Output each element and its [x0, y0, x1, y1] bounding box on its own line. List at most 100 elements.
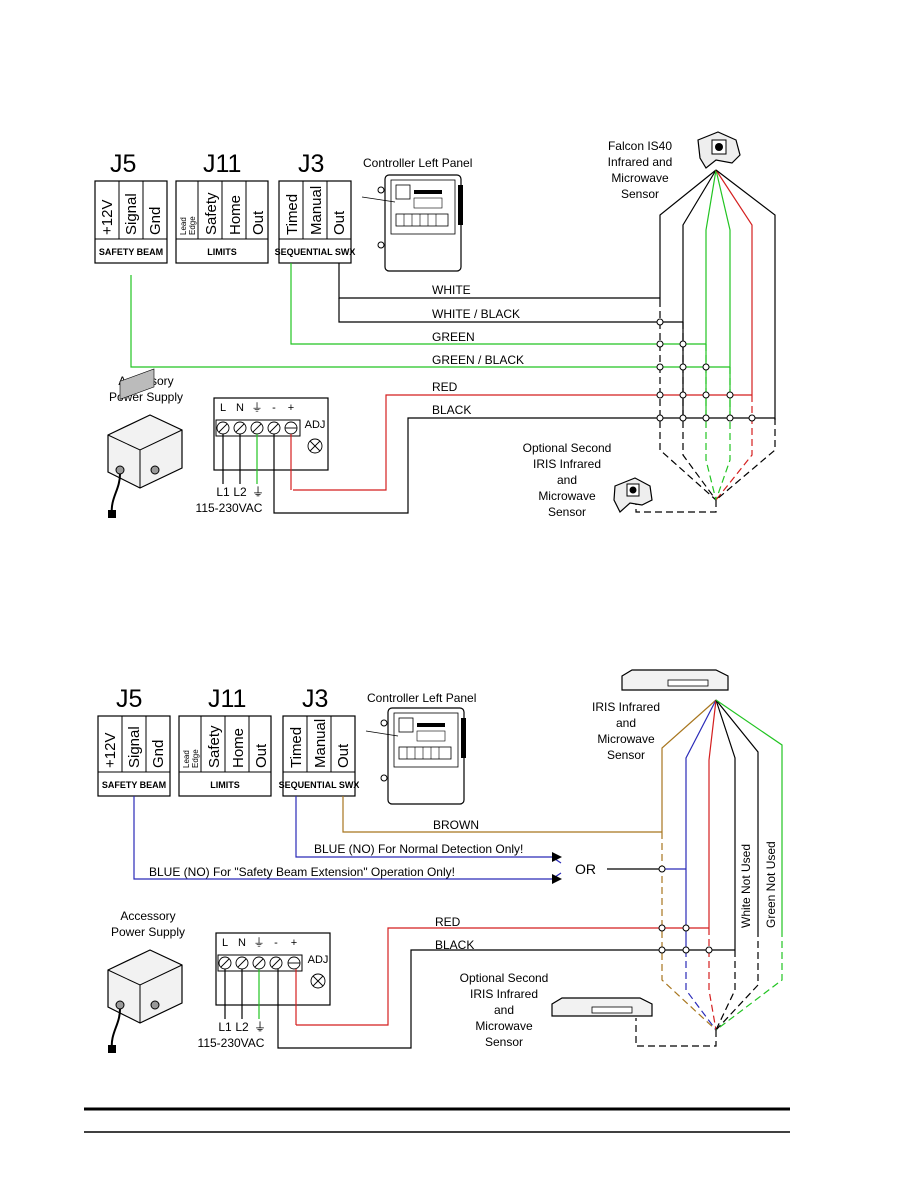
term-minus: -	[274, 937, 278, 949]
iris-label-3: Microwave	[597, 732, 655, 746]
mains-wires-1	[222, 434, 292, 490]
term-ground: ⏚	[254, 936, 265, 949]
or-label: OR	[575, 861, 596, 877]
j11-connector: J11 Lead Edge Safety Home Out LIMITS	[175, 150, 269, 264]
mains-l2: L2	[233, 485, 247, 499]
j11-term-home: Home	[230, 728, 247, 768]
white-not-used-label: White Not Used	[739, 844, 753, 928]
wire-white-label: WHITE	[432, 283, 471, 297]
horizontal-wires-2	[133, 796, 735, 1049]
wire-blue-normal-label: BLUE (NO) For Normal Detection Only!	[314, 842, 523, 856]
wire-red-label: RED	[432, 380, 458, 394]
j3-connector: J3 Timed Manual Out SEQUENTIAL SWX	[279, 685, 359, 797]
term-l: L	[222, 937, 228, 949]
optional-iris-sensor-icon	[551, 997, 653, 1017]
j3-term-manual: Manual	[308, 186, 325, 235]
j11-lead-top: Lead	[179, 217, 188, 235]
terminal-block-1: L N ⏚ - + ADJ	[213, 397, 329, 471]
j3-title: J3	[302, 685, 328, 713]
wire-brown-label: BROWN	[433, 818, 479, 832]
j11-title: J11	[208, 685, 246, 713]
j11-term-home: Home	[227, 195, 244, 235]
wire-black-label: BLACK	[432, 403, 471, 417]
term-n: N	[236, 402, 244, 414]
j3-term-manual: Manual	[312, 719, 329, 768]
or-arrowheads	[552, 852, 562, 884]
mains-ground: ⏚	[254, 1020, 266, 1034]
j5-term-12v: +12V	[99, 200, 116, 235]
j11-title: J11	[203, 150, 241, 178]
adj-label: ADJ	[308, 954, 329, 966]
j11-term-out: Out	[250, 210, 267, 235]
optional-label-3: and	[494, 1003, 514, 1017]
j3-term-timed: Timed	[284, 194, 301, 235]
power-supply-box-icon	[107, 368, 183, 518]
iris-fanout-wires	[661, 699, 783, 950]
j11-lead-top: Lead	[182, 750, 191, 768]
optional-label-2: IRIS Infrared	[470, 987, 538, 1001]
wire-black-label: BLACK	[435, 938, 474, 952]
j11-lead-bottom: Edge	[188, 216, 197, 235]
optional-dashed-wires-2	[635, 832, 783, 1047]
wire-crossovers-1	[656, 318, 756, 422]
controller-label: Controller Left Panel	[367, 691, 476, 705]
wire-red-label: RED	[435, 915, 461, 929]
power-supply-box-icon	[107, 949, 183, 1053]
optional-label-4: Microwave	[475, 1019, 533, 1033]
wire-crossovers-2	[658, 865, 713, 954]
adj-pot-icon	[307, 438, 323, 454]
sensor-fanout-wires	[659, 169, 776, 420]
j5-connector: J5 +12V Signal Gnd SAFETY BEAM	[94, 150, 168, 264]
term-minus: -	[272, 402, 276, 414]
j11-term-safety: Safety	[203, 192, 220, 235]
power-supply-label-2: Power Supply	[111, 925, 185, 939]
wire-green-black-label: GREEN / BLACK	[432, 353, 524, 367]
optional-label-5: Sensor	[485, 1035, 523, 1049]
optional-sensor-icon	[613, 477, 653, 513]
wire-green-label: GREEN	[432, 330, 475, 344]
j11-term-safety: Safety	[206, 725, 223, 768]
term-l: L	[220, 402, 226, 414]
j3-title: J3	[298, 150, 324, 178]
voltage-label: 115-230VAC	[196, 501, 263, 515]
iris-label-1: IRIS Infrared	[592, 700, 660, 714]
j11-caption: LIMITS	[207, 247, 237, 257]
diagram-1: J5 +12V Signal Gnd SAFETY BEAM J11 Lead …	[94, 131, 776, 519]
optional-label-3: and	[557, 473, 577, 487]
j3-connector: J3 Timed Manual Out SEQUENTIAL SWX	[275, 150, 355, 264]
j11-term-out: Out	[253, 743, 270, 768]
j5-term-signal: Signal	[126, 726, 143, 768]
iris-sensor-icon	[621, 669, 729, 691]
mains-wires-2	[224, 969, 297, 1025]
falcon-label-4: Sensor	[621, 187, 659, 201]
j5-caption: SAFETY BEAM	[99, 247, 163, 257]
iris-label-4: Sensor	[607, 748, 645, 762]
iris-label-2: and	[616, 716, 636, 730]
j11-connector: J11 Lead Edge Safety Home Out LIMITS	[178, 685, 272, 797]
optional-label-4: Microwave	[538, 489, 596, 503]
terminal-block-2: L N ⏚ - + ADJ	[215, 932, 331, 1006]
green-not-used-label: Green Not Used	[764, 841, 778, 928]
optional-label-5: Sensor	[548, 505, 586, 519]
mains-ground: ⏚	[252, 485, 264, 499]
wire-white-black-label: WHITE / BLACK	[432, 307, 520, 321]
voltage-label: 115-230VAC	[198, 1036, 265, 1050]
j5-term-12v: +12V	[102, 733, 119, 768]
adj-pot-icon	[310, 973, 326, 989]
horizontal-wires-1	[130, 263, 775, 514]
optional-label-1: Optional Second	[460, 971, 549, 985]
controller-panel: Controller Left Panel	[361, 156, 472, 272]
j5-term-gnd: Gnd	[150, 740, 167, 768]
optional-label-1: Optional Second	[523, 441, 612, 455]
j5-title: J5	[116, 685, 142, 713]
controller-label: Controller Left Panel	[363, 156, 472, 170]
falcon-label-1: Falcon IS40	[608, 139, 672, 153]
j11-lead-bottom: Edge	[191, 749, 200, 768]
j3-term-out: Out	[335, 743, 352, 768]
term-ground: ⏚	[252, 401, 263, 414]
falcon-label-2: Infrared and	[608, 155, 673, 169]
mains-l1: L1	[216, 485, 230, 499]
term-n: N	[238, 937, 246, 949]
optional-label-2: IRIS Infrared	[533, 457, 601, 471]
